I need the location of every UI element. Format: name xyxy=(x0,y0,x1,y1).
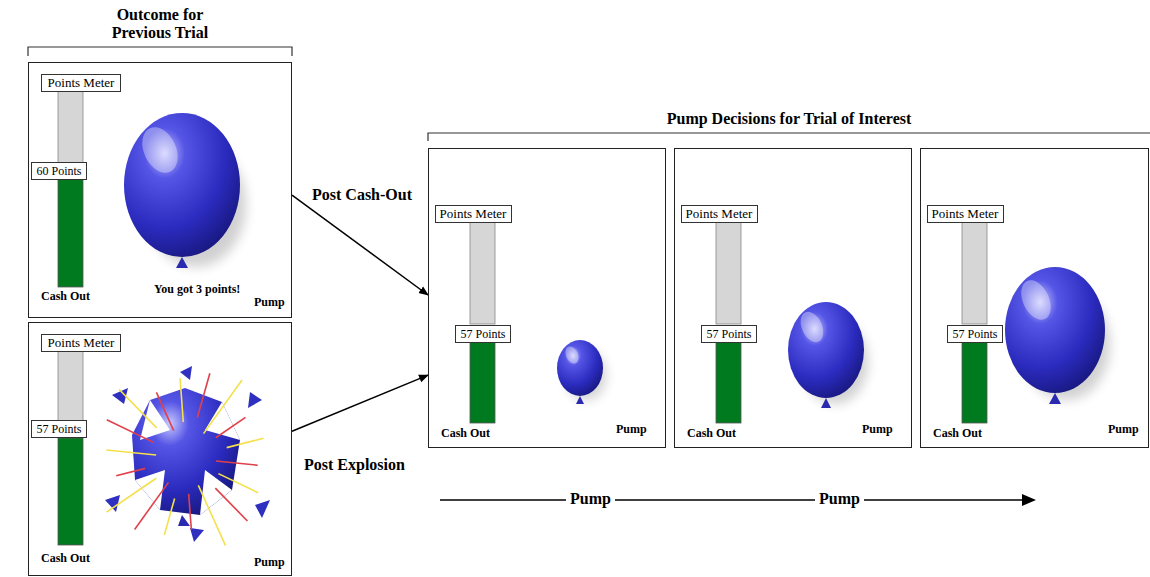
meter-title: Points Meter xyxy=(927,205,1004,223)
trial-panel: You got 3 points! Cash Out Pump Points Mete… xyxy=(28,62,292,318)
edge-label: Post Explosion xyxy=(302,456,407,474)
box-text: 57 Points xyxy=(952,327,997,342)
panel-text: Cash Out xyxy=(41,551,90,566)
trial-panel: Cash Out Pump Points Meter 57 Points xyxy=(28,322,292,576)
box-text: 60 Points xyxy=(36,164,81,179)
burst-ray xyxy=(216,461,258,465)
burst-ray xyxy=(180,378,183,422)
step-label: Pump xyxy=(566,490,615,508)
panel-text: You got 3 points! xyxy=(154,282,240,297)
meter-fill xyxy=(470,342,495,423)
meter-empty xyxy=(716,222,741,324)
trial-panel: Cash Out Pump Points Meter 57 Points xyxy=(428,148,666,448)
trial-panel: Cash Out Pump Points Meter 57 Points xyxy=(920,148,1149,448)
meter-title: Points Meter xyxy=(41,334,121,352)
panel-text: Cash Out xyxy=(687,426,736,441)
points-value: 60 Points xyxy=(31,162,87,180)
meter-empty xyxy=(470,222,495,324)
balloon xyxy=(788,302,868,408)
box-text: Points Meter xyxy=(932,206,999,222)
meter-fill xyxy=(716,342,741,423)
box-text: 57 Points xyxy=(706,327,751,342)
points-value: 57 Points xyxy=(947,325,1003,343)
transition-arrow xyxy=(292,195,428,295)
step-label: Pump xyxy=(815,490,864,508)
meter-fill xyxy=(962,342,987,423)
burst-ray xyxy=(215,488,247,521)
box-text: Points Meter xyxy=(48,75,115,91)
box-text: Points Meter xyxy=(48,335,115,351)
points-value: 57 Points xyxy=(455,325,511,343)
burst-ray xyxy=(198,485,225,545)
meter-title: Points Meter xyxy=(681,205,758,223)
trial-panel: Cash Out Pump Points Meter 57 Points xyxy=(674,148,912,448)
balloon xyxy=(557,340,606,404)
panel-text: Pump xyxy=(616,422,647,437)
box-text: 57 Points xyxy=(36,422,81,437)
points-value: 57 Points xyxy=(31,420,87,438)
group-heading: Pump Decisions for Trial of Interest xyxy=(428,110,1150,128)
balloon xyxy=(124,113,246,268)
meter-empty xyxy=(962,222,987,324)
panel-text: Pump xyxy=(254,555,285,570)
burst-ray xyxy=(218,474,258,493)
burst-ray xyxy=(227,438,264,447)
panel-text: Cash Out xyxy=(933,426,982,441)
box-text: Points Meter xyxy=(440,206,507,222)
panel-text: Cash Out xyxy=(41,289,90,304)
meter-fill xyxy=(58,178,83,287)
burst-ray xyxy=(156,392,173,430)
edge-label: Post Cash-Out xyxy=(310,186,414,204)
panel-text: Pump xyxy=(254,295,285,310)
transition-arrow xyxy=(292,375,428,431)
panel-text: Pump xyxy=(862,422,893,437)
bracket xyxy=(28,47,292,56)
sequence-arrow xyxy=(440,494,1036,506)
burst-ray xyxy=(106,450,156,455)
burst-ray xyxy=(204,380,243,434)
meter-title: Points Meter xyxy=(41,74,121,92)
burst-ray xyxy=(116,468,145,475)
points-value: 57 Points xyxy=(701,325,757,343)
meter-fill xyxy=(58,438,83,545)
bracket xyxy=(428,133,1150,141)
balloon xyxy=(1005,267,1110,404)
meter-title: Points Meter xyxy=(435,205,512,223)
burst-ray xyxy=(107,478,157,512)
panel-text: Pump xyxy=(1108,422,1139,437)
group-heading: Outcome for Previous Trial xyxy=(90,6,230,43)
burst-ray xyxy=(216,417,246,437)
balloon-explosion xyxy=(105,366,270,546)
burst-ray xyxy=(189,494,192,530)
burst-ray xyxy=(164,498,174,535)
burst-ray xyxy=(119,389,157,428)
burst-ray xyxy=(107,420,154,443)
box-text: 57 Points xyxy=(460,327,505,342)
box-text: Points Meter xyxy=(686,206,753,222)
burst-ray xyxy=(197,373,209,417)
panel-text: Cash Out xyxy=(441,426,490,441)
